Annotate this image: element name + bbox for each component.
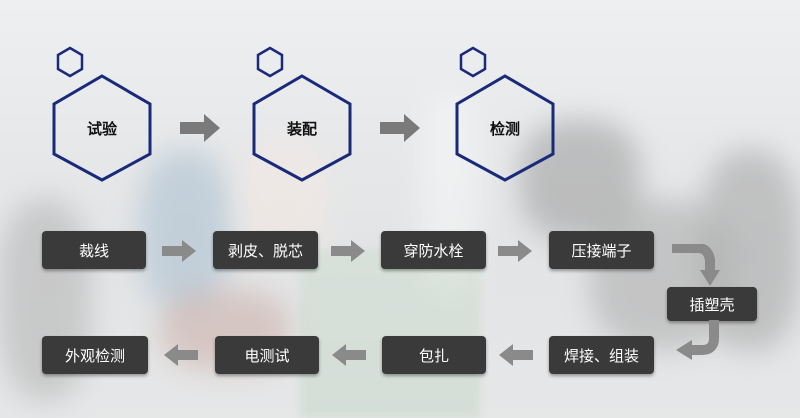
- curved-arrow-left-icon: [676, 320, 719, 360]
- arrow-left-icon: [499, 344, 533, 366]
- arrow-right-icon: [380, 114, 420, 142]
- arrow-right-icon: [162, 240, 196, 262]
- step-strip: 剥皮、脱芯: [213, 231, 318, 269]
- step-visual-inspection: 外观检测: [42, 336, 148, 374]
- curved-arrow-down-icon: [672, 244, 720, 286]
- stage-trial: 试验: [52, 46, 162, 196]
- stage-label: 试验: [86, 120, 117, 138]
- step-weld-assemble: 焊接、组装: [549, 336, 654, 374]
- step-wrap: 包扎: [382, 336, 486, 374]
- arrow-right-icon: [331, 240, 365, 262]
- arrow-left-icon: [164, 344, 198, 366]
- hexagon-icon: [252, 46, 352, 182]
- arrow-left-icon: [332, 344, 366, 366]
- step-waterproof-plug: 穿防水栓: [381, 231, 486, 269]
- stage-label: 检测: [489, 120, 520, 138]
- hexagon-icon: [52, 46, 152, 182]
- stage-assembly: 装配: [252, 46, 362, 196]
- step-insert-housing: 插塑壳: [667, 287, 757, 321]
- arrow-right-icon: [498, 240, 532, 262]
- hexagon-icon: [455, 46, 555, 182]
- arrow-right-icon: [180, 114, 220, 142]
- stage-inspection: 检测: [455, 46, 565, 196]
- step-crimp-terminal: 压接端子: [549, 231, 654, 269]
- step-cut-wire: 裁线: [42, 231, 146, 269]
- step-electrical-test: 电测试: [215, 336, 319, 374]
- stage-label: 装配: [286, 120, 317, 138]
